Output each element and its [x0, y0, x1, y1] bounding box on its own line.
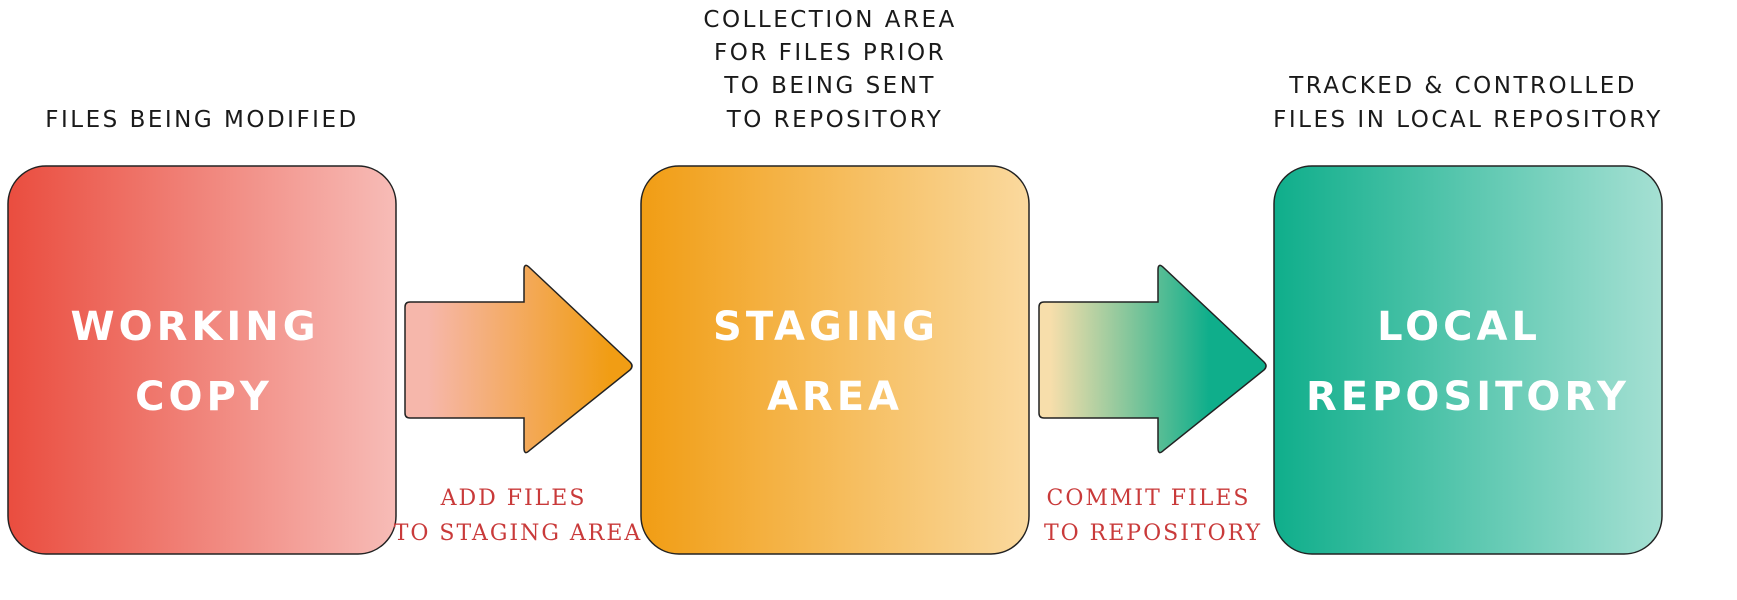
staging-area-box — [640, 165, 1030, 555]
arrow-add-files: ADD FILES TO STAGING AREA — [394, 264, 643, 546]
commit-files-arrow-shape — [1038, 264, 1267, 454]
working-copy-caption: FILES BEING MODIFIED — [45, 107, 358, 133]
commit-files-label: COMMIT FILES TO REPOSITORY — [1044, 486, 1262, 546]
arrow-commit-files: COMMIT FILES TO REPOSITORY — [1038, 264, 1267, 546]
local-repository-box — [1273, 165, 1663, 555]
staging-area-title: STAGING AREA — [713, 304, 957, 420]
stage-working-copy: FILES BEING MODIFIED WORKING COPY — [7, 107, 397, 555]
add-files-label: ADD FILES TO STAGING AREA — [394, 486, 643, 546]
staging-area-caption: COLLECTION AREA FOR FILES PRIOR TO BEING… — [703, 7, 966, 133]
stage-local-repository: TRACKED & CONTROLLED FILES IN LOCAL REPO… — [1273, 73, 1663, 555]
add-files-arrow-shape — [404, 264, 633, 454]
stage-staging-area: COLLECTION AREA FOR FILES PRIOR TO BEING… — [640, 7, 1030, 555]
local-repository-caption: TRACKED & CONTROLLED FILES IN LOCAL REPO… — [1273, 73, 1663, 133]
local-repository-title: LOCAL REPOSITORY — [1306, 304, 1630, 420]
working-copy-title: WORKING COPY — [70, 304, 337, 420]
working-copy-box — [7, 165, 397, 555]
